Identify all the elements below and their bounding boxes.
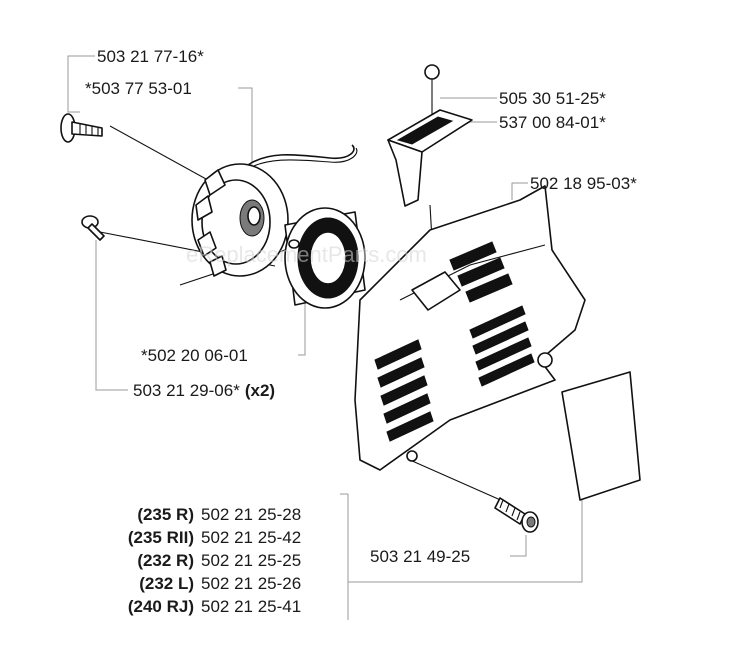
callout-bolt-top: 503 21 77-16* — [97, 47, 204, 66]
callout-handle: 537 00 84-01* — [499, 113, 606, 132]
spring-cassette-drawing — [284, 207, 366, 309]
bottom-screw-drawing — [494, 497, 539, 533]
callout-cover: 502 18 95-03* — [530, 174, 637, 193]
screw-pair-number: 503 21 29-06* — [133, 381, 240, 400]
callout-screw-pair: 503 21 29-06* (x2) — [133, 381, 275, 400]
starter-pulley-drawing — [191, 144, 358, 277]
model-label: (232 R) — [137, 551, 194, 570]
model-part-number: 502 21 25-41 — [201, 597, 301, 616]
model-label: (235 R) — [137, 505, 194, 524]
model-part-number: 502 21 25-28 — [201, 505, 301, 524]
filter-panel-drawing — [561, 371, 641, 501]
model-part-number: 502 21 25-26 — [201, 574, 301, 593]
starter-cover-drawing — [354, 185, 586, 471]
starter-handle-drawing — [387, 64, 473, 241]
model-part-number: 502 21 25-25 — [201, 551, 301, 570]
screw-pair-qty: (x2) — [245, 381, 275, 400]
callout-pulley: *503 77 53-01 — [85, 79, 192, 98]
flange-bolt-drawing — [60, 113, 103, 143]
callout-handle-pin: 505 30 51-25* — [499, 89, 606, 108]
model-parts-list: (235 R) 502 21 25-28 (235 RII) 502 21 25… — [128, 505, 301, 616]
watermark-text: eReplacementParts.com — [186, 242, 427, 267]
model-part-number: 502 21 25-42 — [201, 528, 301, 547]
cover-vents — [374, 241, 535, 442]
screw-drawing — [81, 215, 105, 241]
callout-spring: *502 20 06-01 — [141, 346, 248, 365]
model-label: (235 RII) — [128, 528, 194, 547]
model-label: (240 RJ) — [128, 597, 194, 616]
callout-screw-bottom: 503 21 49-25 — [370, 547, 470, 566]
model-label: (232 L) — [139, 574, 194, 593]
